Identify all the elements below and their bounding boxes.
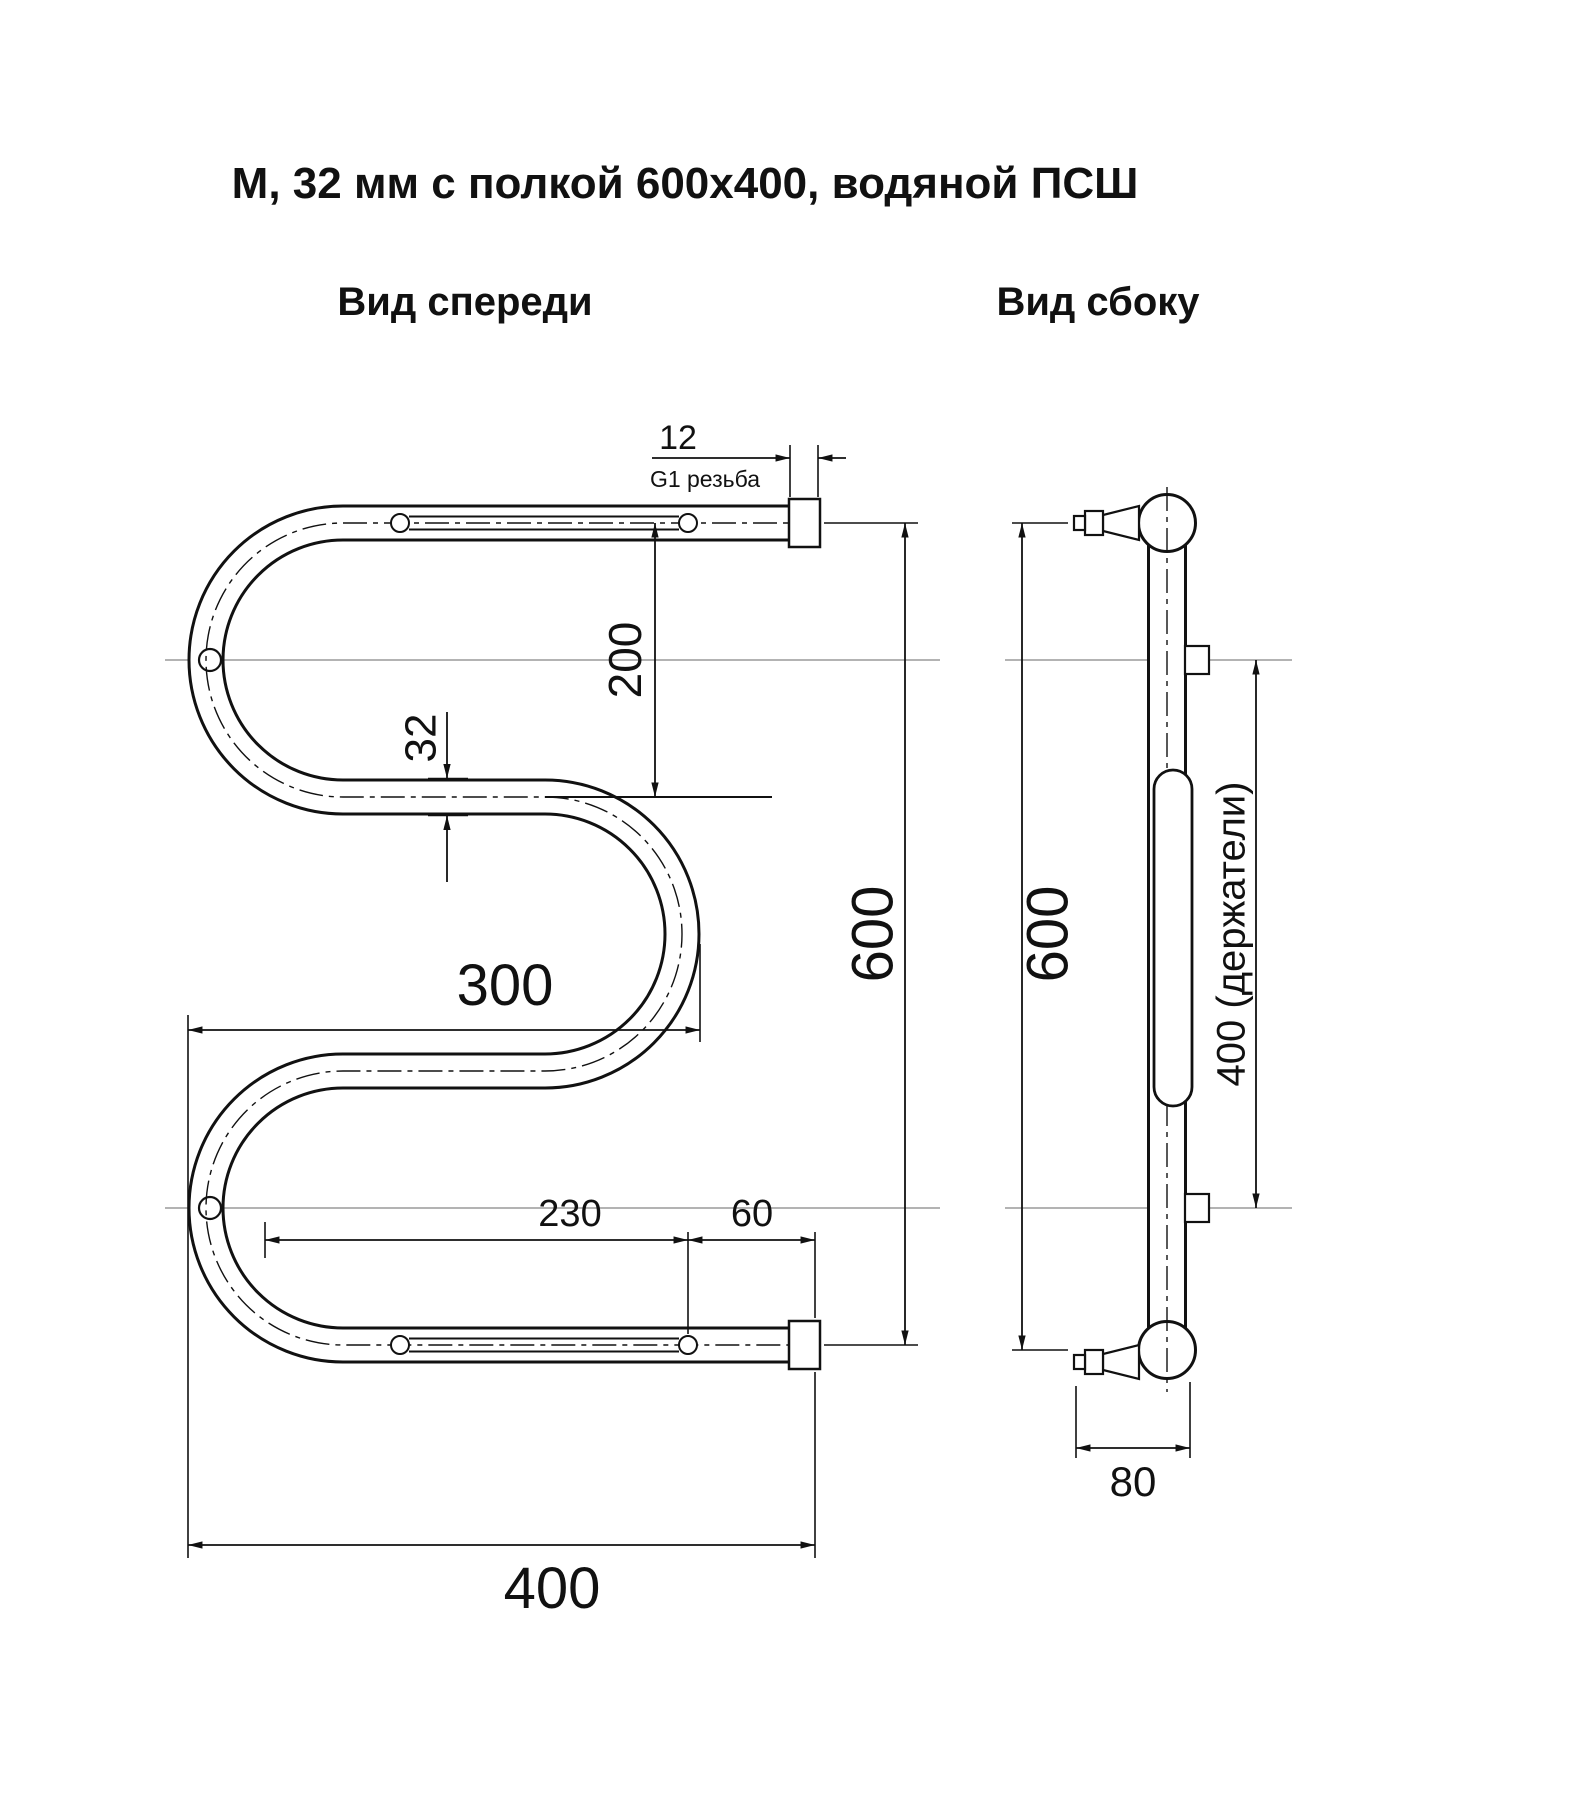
dim-400: 400 <box>187 1015 816 1621</box>
front-dimensions: 12 G1 резьба 200 32 300 600 <box>187 419 918 1621</box>
flange-top <box>787 497 822 549</box>
dim-80: 80 <box>1075 1382 1191 1505</box>
front-view-label: Вид спереди <box>337 280 592 324</box>
pipe-front <box>187 504 818 1364</box>
front-view <box>187 497 822 1371</box>
holder-circle-top <box>197 647 223 673</box>
shelf-bottom <box>390 1335 698 1355</box>
side-view-label: Вид сбоку <box>996 280 1200 324</box>
flange-bottom <box>787 1319 822 1371</box>
holder-circle-bottom <box>197 1195 223 1221</box>
side-dimensions: 600 400 (держатели) 80 <box>1012 522 1260 1505</box>
dim-600-side: 600 <box>1012 522 1080 1351</box>
dim-thread: 12 G1 резьба <box>650 419 846 497</box>
dim-32-label: 32 <box>397 714 446 763</box>
dim-12-label: 12 <box>659 419 697 457</box>
dim-300: 300 <box>188 944 701 1042</box>
dim-200-label: 200 <box>599 622 651 699</box>
axis-lines <box>165 659 1292 1209</box>
dim-200: 200 <box>599 523 659 797</box>
dim-400-holders-label: 400 (держатели) <box>1210 782 1254 1087</box>
shelf-top <box>390 513 698 533</box>
dim-600-front-label: 600 <box>840 886 905 983</box>
fitting-bottom <box>1072 1343 1141 1381</box>
dim-60-label: 60 <box>731 1193 773 1235</box>
fitting-top <box>1072 504 1141 542</box>
dim-600-front: 600 <box>824 522 918 1346</box>
drawing-title: М, 32 мм с полкой 600х400, водяной ПСШ <box>232 159 1139 208</box>
wall-bracket-bottom <box>1183 1192 1211 1224</box>
dim-32: 32 <box>397 712 468 882</box>
dim-80-label: 80 <box>1110 1458 1157 1505</box>
dim-400-label: 400 <box>504 1556 601 1621</box>
dim-g1-label: G1 резьба <box>650 466 760 492</box>
shelf-side <box>1152 768 1194 1108</box>
side-view <box>1072 487 1211 1392</box>
dim-600-side-label: 600 <box>1015 886 1080 983</box>
dim-230-60: 230 60 <box>264 1193 816 1334</box>
dim-400-holders: 400 (держатели) <box>1210 660 1260 1208</box>
dim-300-label: 300 <box>457 953 554 1018</box>
wall-bracket-top <box>1183 644 1211 676</box>
dim-230-label: 230 <box>538 1193 601 1235</box>
